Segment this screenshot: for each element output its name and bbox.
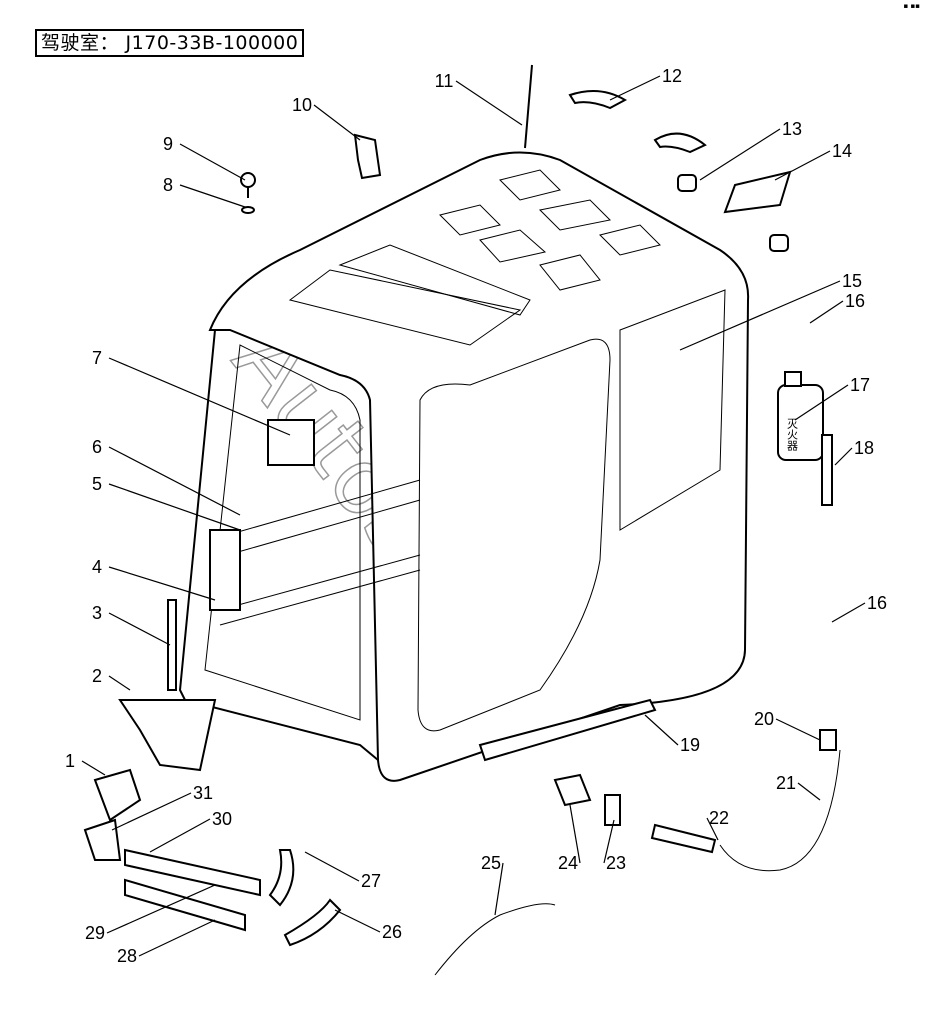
callout-21: 21 <box>776 773 796 793</box>
callout-7: 7 <box>92 348 102 368</box>
leader-line-9 <box>179 143 246 181</box>
callout-10: 10 <box>292 95 312 115</box>
callout-20: 20 <box>754 709 774 729</box>
callout-25: 25 <box>481 853 501 873</box>
callout-9: 9 <box>163 134 173 154</box>
leader-line-2 <box>108 675 131 691</box>
leader-line-15 <box>679 280 841 351</box>
leader-line-12 <box>609 75 661 101</box>
callout-23: 23 <box>606 853 626 873</box>
hinge-10 <box>353 133 382 180</box>
leader-line-3 <box>108 612 171 646</box>
callout-13: 13 <box>782 119 802 139</box>
callout-22: 22 <box>709 808 729 828</box>
leader-line-1 <box>81 760 106 776</box>
leader-line-16 <box>809 300 844 324</box>
leader-line-8 <box>179 184 246 208</box>
roof-pad-12b <box>653 132 707 154</box>
callout-19: 19 <box>680 735 700 755</box>
callout-11: 11 <box>435 71 454 91</box>
strip-3 <box>167 599 177 691</box>
callout-1: 1 <box>65 751 75 771</box>
leader-lines <box>81 75 866 957</box>
leader-line-11 <box>455 80 523 126</box>
corner-mark: ▪ ▪▪ <box>903 2 920 10</box>
callout-3: 3 <box>92 603 102 623</box>
hose-22 <box>650 823 717 854</box>
leader-line-21 <box>797 782 821 801</box>
cab-body <box>178 151 750 782</box>
callout-26: 26 <box>382 922 402 942</box>
callout-29: 29 <box>85 923 105 943</box>
bracket-23 <box>604 794 621 826</box>
assembly-4 <box>209 529 241 611</box>
leader-line-25 <box>494 862 504 916</box>
leader-line-14 <box>774 150 831 181</box>
duct-2 <box>118 699 217 772</box>
duct-31 <box>83 818 122 861</box>
callout-18: 18 <box>854 438 874 458</box>
leader-line-16 <box>831 602 866 623</box>
callout-8: 8 <box>163 175 173 195</box>
hose-26 <box>283 898 342 947</box>
callout-12: 12 <box>662 66 682 86</box>
leader-line-7 <box>108 357 291 436</box>
leader-line-29 <box>106 884 216 934</box>
leader-line-30 <box>149 818 211 853</box>
leader-line-26 <box>334 909 381 933</box>
switch-20 <box>819 729 837 751</box>
callout-24: 24 <box>558 853 578 873</box>
callout-30: 30 <box>212 809 232 829</box>
callout-27: 27 <box>361 871 381 891</box>
callout-28: 28 <box>117 946 137 966</box>
callout-31: 31 <box>193 783 213 803</box>
callout-16: 16 <box>867 593 887 613</box>
leader-line-5 <box>108 483 241 531</box>
leader-line-6 <box>108 446 241 516</box>
callout-17: 17 <box>850 375 870 395</box>
duct-1 <box>93 768 142 822</box>
leader-line-13 <box>699 128 781 181</box>
leader-line-23 <box>603 819 615 864</box>
hose-30 <box>124 848 261 897</box>
extinguisher-label: 灭火器 <box>786 418 799 452</box>
leader-line-22 <box>706 817 719 841</box>
leader-line-18 <box>834 447 853 466</box>
fire-extinguisher: 灭火器 <box>777 371 824 461</box>
leader-line-27 <box>304 851 360 882</box>
harness-25 <box>434 903 556 976</box>
callout-6: 6 <box>92 437 102 457</box>
hose-27 <box>268 849 295 907</box>
leader-line-17 <box>794 384 849 421</box>
roof-pad-12a <box>568 90 628 110</box>
leader-line-24 <box>569 804 581 864</box>
hose-28 <box>124 878 246 932</box>
callout-2: 2 <box>92 666 102 686</box>
callout-16: 16 <box>845 291 865 311</box>
box-7 <box>267 419 315 466</box>
eye-bolt-9 <box>240 172 256 188</box>
leader-line-19 <box>644 714 679 746</box>
diagram-title: 驾驶室： J170-33B-100000 <box>35 29 305 57</box>
washer-8 <box>241 206 255 214</box>
parts: 灭火器 <box>83 64 841 976</box>
callout-14: 14 <box>832 141 852 161</box>
leader-line-10 <box>313 104 361 141</box>
leader-line-20 <box>775 718 821 741</box>
bracket-18 <box>821 434 833 506</box>
callout-5: 5 <box>92 474 102 494</box>
callout-4: 4 <box>92 557 102 577</box>
leader-line-4 <box>108 566 216 601</box>
leader-line-28 <box>138 919 216 957</box>
callout-15: 15 <box>842 271 862 291</box>
plate-24 <box>553 773 592 807</box>
leader-line-31 <box>111 792 192 831</box>
bracket-14 <box>723 170 792 214</box>
cable-21 <box>719 749 841 872</box>
antenna <box>524 64 533 149</box>
